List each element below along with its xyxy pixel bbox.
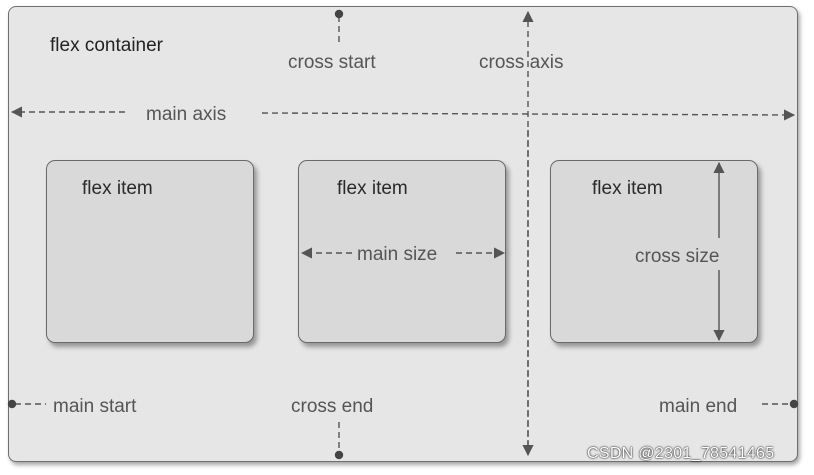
flex-item-2: flex item main size [298,160,506,343]
flex-item-label: flex item [592,178,663,199]
main-axis-label: main axis [146,104,227,125]
cross-size-label: cross size [635,246,720,267]
flex-item-3: flex item cross size [550,160,758,343]
csdn-watermark: CSDN @2301_78541465 [587,445,775,462]
main-start-label: main start [53,396,137,417]
flex-item-label: flex item [337,178,408,199]
main-size-label: main size [357,244,438,265]
flex-item-1: flex item [46,160,254,343]
main-end-label: main end [659,396,738,417]
flex-container-label: flex container [50,35,164,56]
flex-item-label: flex item [82,178,153,199]
cross-end-label: cross end [291,396,374,417]
cross-axis-label: cross axis [479,52,564,73]
cross-start-label: cross start [288,52,376,73]
